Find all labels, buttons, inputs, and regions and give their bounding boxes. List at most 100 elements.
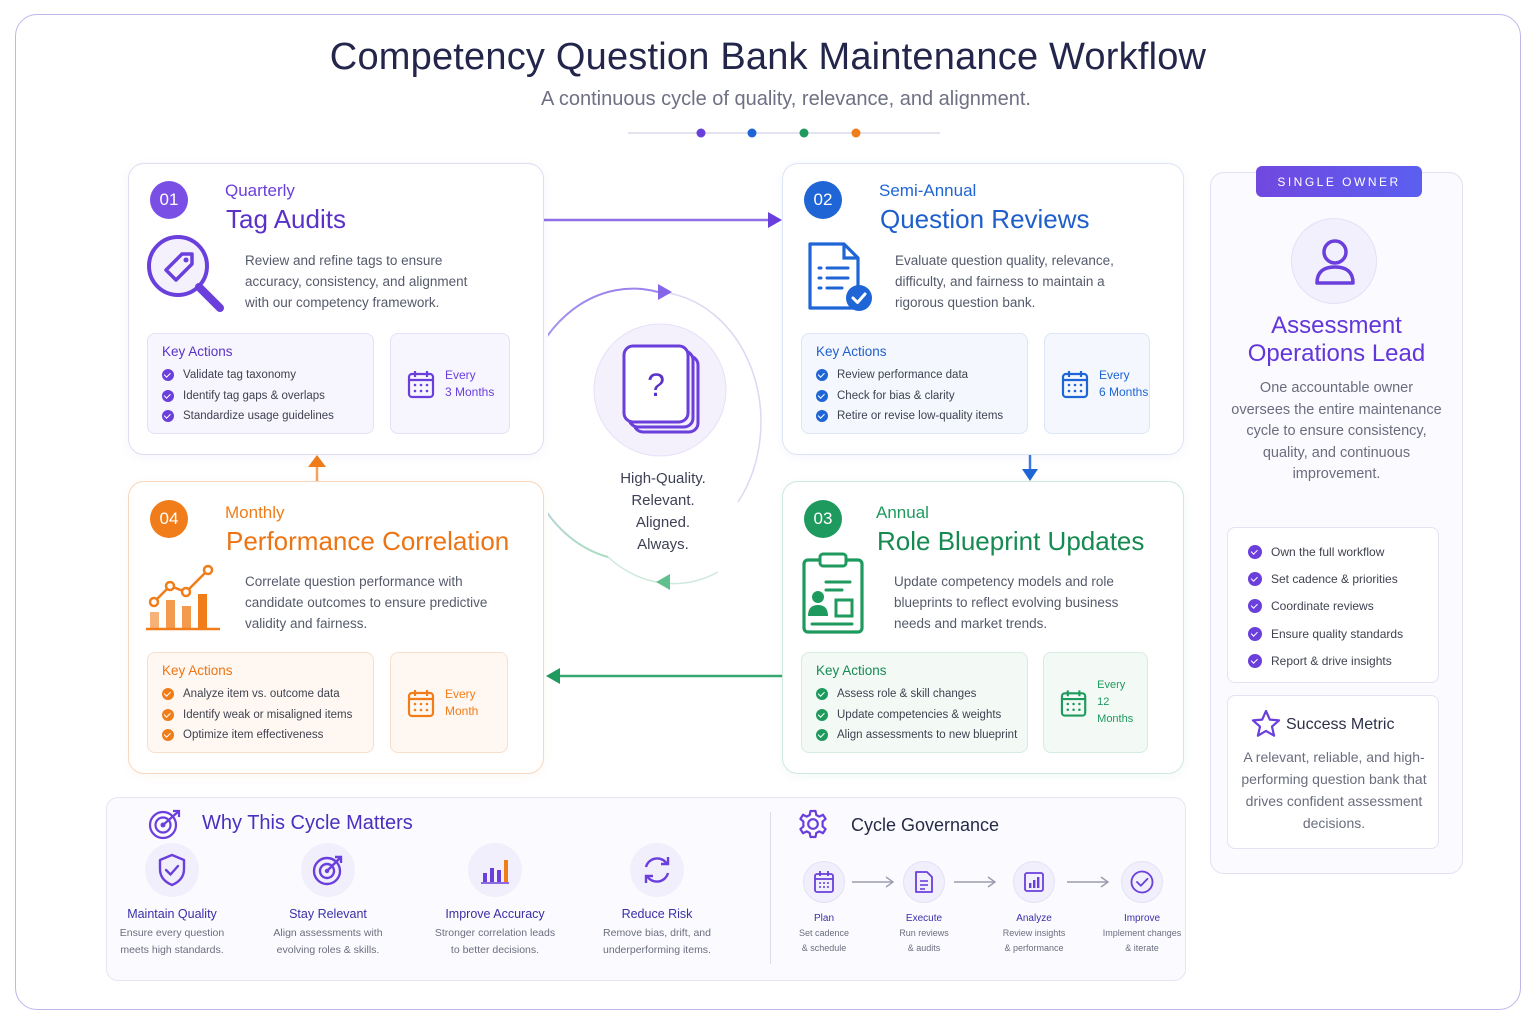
governance-step-plan: Plan Set cadence& schedule [776,861,872,956]
cadence-label: Every [1097,679,1126,691]
check-icon [1248,626,1262,641]
success-metric-description: A relevant, reliable, and high-performin… [1241,749,1427,831]
check-icon [816,389,828,402]
key-actions-box: Key Actions Assess role & skill changes … [801,652,1028,753]
page-subtitle: A continuous cycle of quality, relevance… [541,88,1031,110]
stage-frequency: Annual [876,503,929,522]
tagline-line-2: Relevant. [631,492,695,509]
key-action-item: Standardize usage guidelines [162,406,359,427]
check-icon [1248,544,1262,559]
check-icon [816,688,828,701]
owner-title: Assessment Operations Lead [1210,312,1463,368]
benefit-name: Reduce Risk [621,907,693,921]
owner-badge: SINGLE OWNER [1256,166,1422,197]
stage-title: Performance Correlation [226,526,510,556]
check-icon [162,369,174,382]
check-icon [816,410,828,423]
key-actions-heading: Key Actions [162,663,233,678]
check-icon [162,410,174,423]
question-stack-icon: ? [622,344,700,434]
refresh-icon [630,843,684,897]
key-actions-heading: Key Actions [162,344,233,359]
key-actions-heading: Key Actions [816,344,887,359]
governance-step-improve: Improve Implement changes& iterate [1094,861,1190,956]
tagline-line-3: Aligned. [635,514,691,531]
key-action-item: Optimize item effectiveness [162,725,359,746]
governance-step-description: Implement changes& iterate [1102,928,1182,953]
cadence-label: Every [445,367,476,382]
arrow-2-to-3 [1022,455,1038,481]
key-action-item: Retire or revise low-quality items [816,406,1013,427]
gear-icon [799,809,827,839]
stage-number-badge: 01 [150,181,188,219]
shield-check-icon [145,843,199,897]
check-icon [162,389,174,402]
document-check-icon [808,242,872,311]
stage-frequency: Quarterly [225,181,295,200]
check-icon [816,369,828,382]
stage-description: Update competency models and role bluepr… [894,574,1119,631]
document-icon [903,861,945,903]
stage-title: Question Reviews [880,204,1090,234]
stage-frequency: Semi-Annual [879,181,977,200]
key-action-item: Check for bias & clarity [816,386,1013,407]
governance-step-description: Run reviews& audits [899,928,949,953]
governance-title: Cycle Governance [851,815,1000,835]
key-action-item: Validate tag taxonomy [162,365,359,386]
calendar-icon [1061,370,1089,398]
cadence-box: Every 3 Months [390,333,510,434]
owner-responsibilities: Own the full workflow Set cadence & prio… [1227,527,1439,683]
benefit-improve-accuracy: Improve Accuracy Stronger correlation le… [420,843,570,959]
cadence-value: 3 Months [445,384,495,399]
key-action-item: Review performance data [816,365,1013,386]
avatar [1291,218,1377,304]
cadence-value: 12 Months [1097,696,1134,725]
cadence-text: Every Month [445,686,478,720]
bar-trend-icon [146,564,220,631]
key-actions-box: Key Actions Analyze item vs. outcome dat… [147,652,374,753]
responsibility-item: Ensure quality standards [1248,620,1438,647]
clipboard-profile-icon [802,552,864,634]
check-icon [162,708,174,721]
tag-magnifier-icon [147,235,224,312]
owner-title-line-2: Operations Lead [1247,340,1426,367]
stage-title: Tag Audits [226,204,346,234]
owner-description: One accountable owner oversees the entir… [1231,380,1442,483]
governance-step-name: Plan [813,913,834,924]
check-icon [816,708,828,721]
key-action-item: Align assessments to new blueprint [816,725,1017,746]
key-actions-heading: Key Actions [816,663,887,678]
calendar-icon [803,861,845,903]
stage-description: Correlate question performance with cand… [245,574,488,631]
cadence-box: Every 6 Months [1044,333,1150,434]
arrow-3-to-4 [546,668,784,684]
arrow-right-icon [954,876,997,888]
cadence-text: Every 12 Months [1097,677,1147,728]
stage-number-badge: 02 [804,181,842,219]
key-action-item: Assess role & skill changes [816,684,1013,705]
target-icon [301,843,355,897]
center-tagline: High-Quality. Relevant. Aligned. Always. [600,468,726,556]
cadence-label: Every [445,686,476,701]
responsibility-item: Coordinate reviews [1248,593,1438,620]
governance-step-name: Improve [1123,913,1161,924]
key-action-item: Identify weak or misaligned items [162,705,359,726]
responsibility-item: Set cadence & priorities [1248,565,1438,592]
cadence-text: Every 3 Months [445,367,494,401]
check-icon [1248,572,1262,587]
success-metric-title: Success Metric [1286,716,1395,733]
stage-number-badge: 03 [804,500,842,538]
divider-dots [628,128,940,138]
stage-description: Review and refine tags to ensure accurac… [245,253,468,310]
calendar-icon [1060,689,1087,717]
success-metric-box: Success Metric A relevant, reliable, and… [1227,695,1439,849]
tagline-line-4: Always. [637,536,689,553]
check-icon [1248,654,1262,669]
section-divider [770,812,771,964]
governance-step-name: Execute [905,913,943,924]
governance-step-execute: Execute Run reviews& audits [876,861,972,956]
